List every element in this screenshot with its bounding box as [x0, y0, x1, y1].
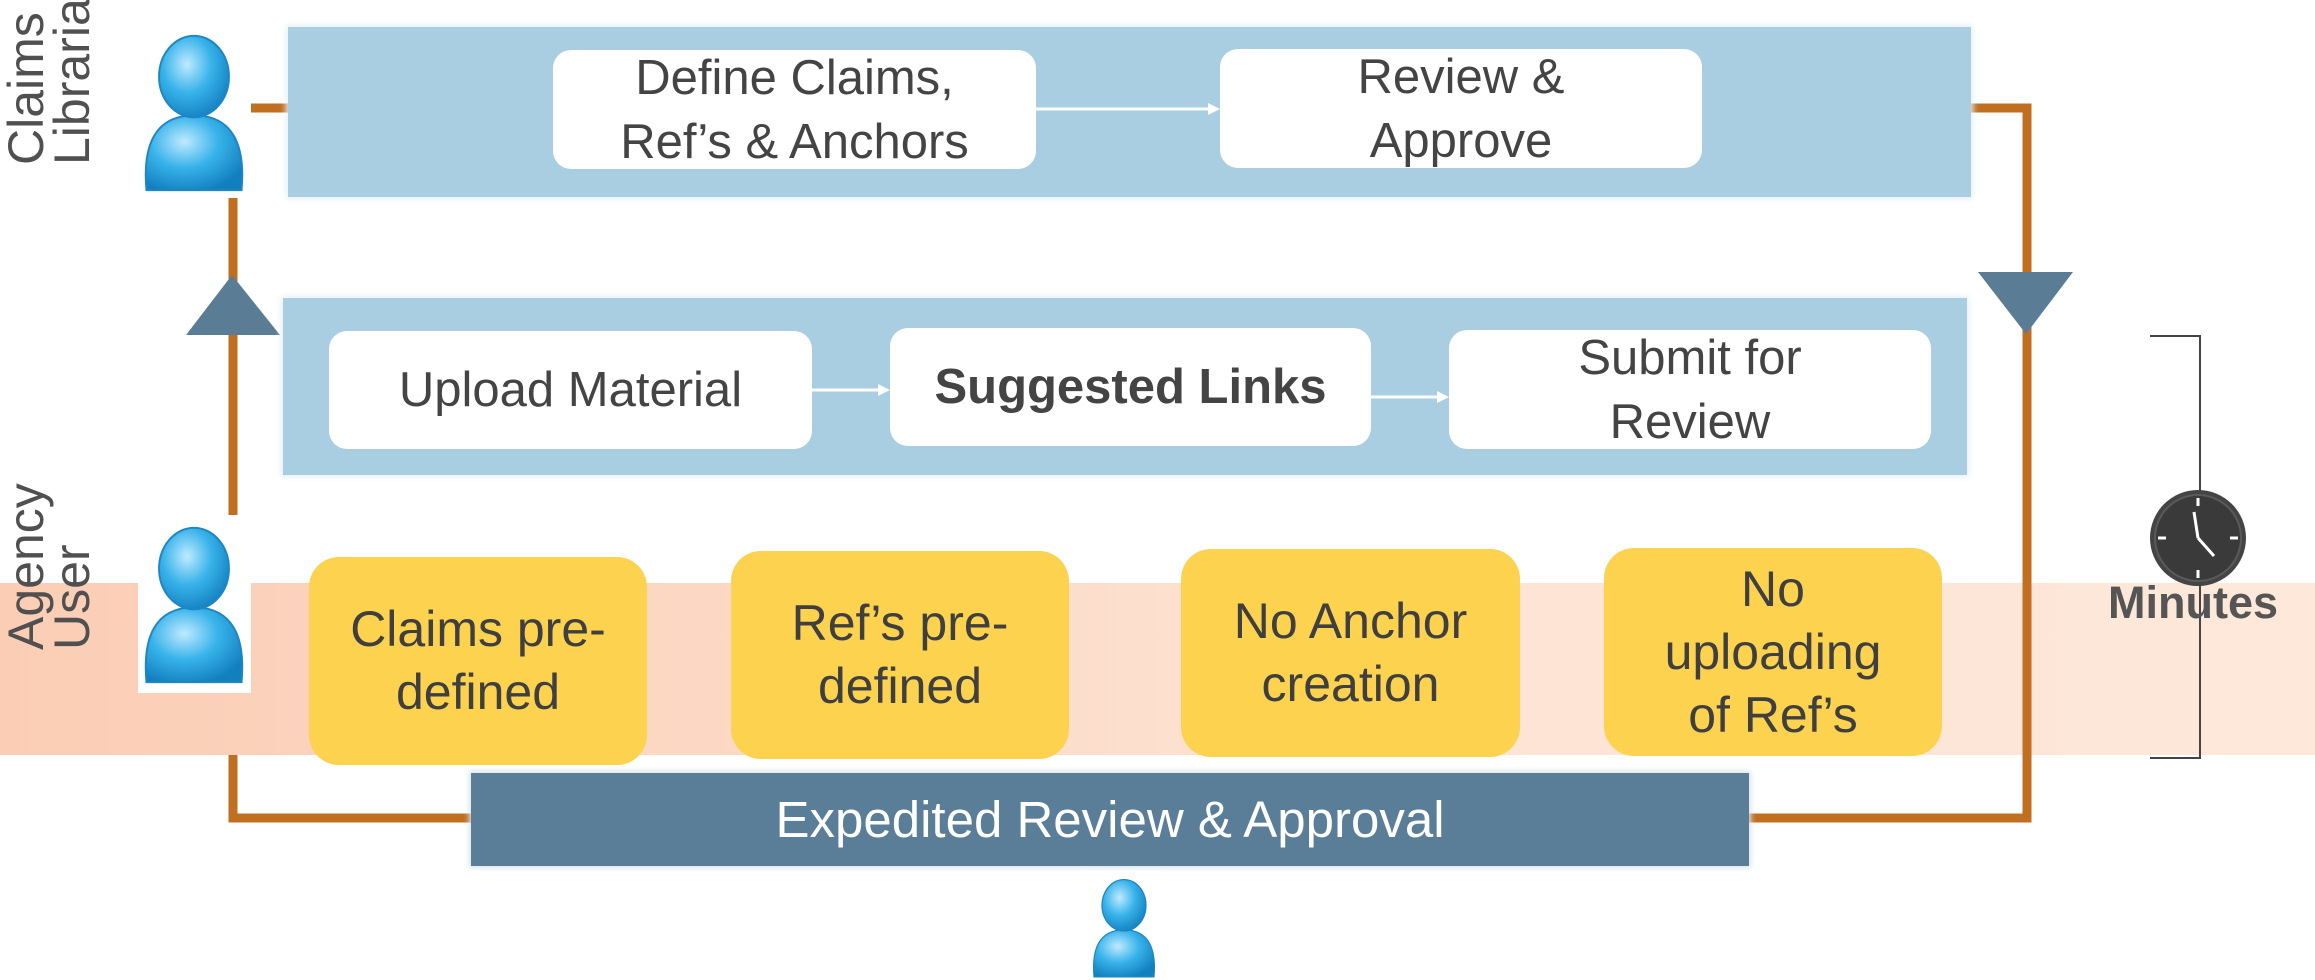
- improvement-no-anchor: No Anchor creation: [1181, 549, 1520, 757]
- arrow-suggested-to-submit-head: [1437, 391, 1449, 403]
- duration-label: Minutes: [2108, 577, 2279, 628]
- arrow-down-icon: [1978, 272, 2073, 334]
- person-icon: [138, 28, 251, 198]
- clock-icon: [2150, 490, 2246, 586]
- step-upload-material: Upload Material: [329, 331, 812, 449]
- improvement-refs-predefined: Ref’s pre- defined: [731, 551, 1069, 759]
- person-icon: [1085, 871, 1165, 980]
- flow-line-right: [1749, 103, 2032, 823]
- arrow-upload-to-suggested-head: [878, 384, 890, 396]
- arrow-up-icon: [186, 275, 280, 335]
- expedited-review-bar: Expedited Review & Approval: [471, 773, 1749, 866]
- improvement-no-uploading: No uploading of Ref’s: [1604, 548, 1942, 756]
- step-suggested-links: Suggested Links: [890, 328, 1371, 446]
- flow-line-bottom-left: [228, 755, 471, 823]
- step-review-approve: Review & Approve: [1220, 49, 1702, 168]
- arrow-define-to-review-head: [1208, 103, 1220, 115]
- step-submit-review: Submit for Review: [1449, 330, 1931, 449]
- step-define-claims: Define Claims, Ref’s & Anchors: [553, 50, 1036, 169]
- improvement-claims-predefined: Claims pre- defined: [309, 557, 647, 765]
- person-icon: [138, 518, 251, 693]
